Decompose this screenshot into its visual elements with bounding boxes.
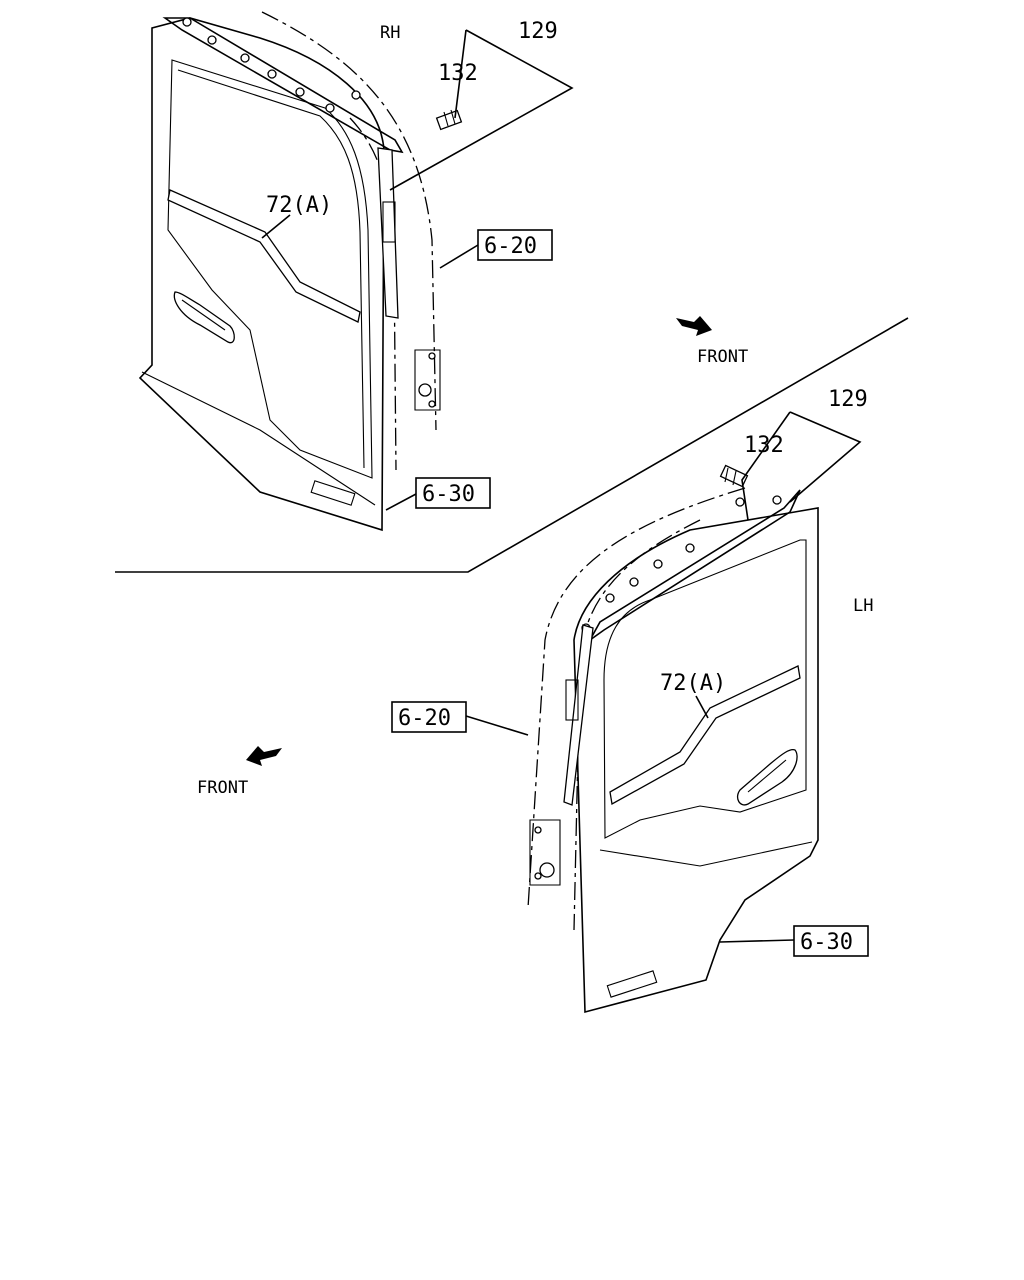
lh-side-label: LH [853, 596, 873, 616]
rh-lower-panel [141, 371, 376, 506]
lh-leader-630 [719, 939, 795, 943]
lh-clips [581, 495, 782, 633]
rh-leader-620 [439, 244, 479, 269]
rh-callout-132: 132 [438, 61, 478, 86]
front-arrow-lower [246, 746, 282, 766]
rh-ref-630-box [415, 477, 491, 509]
lh-ref-630-box [793, 925, 869, 957]
lh-leader-72a [695, 695, 709, 719]
lh-leader-620 [465, 715, 529, 736]
lh-ref-630: 6-30 [800, 930, 853, 955]
lh-belt-moulding [609, 665, 801, 806]
lh-lower-panel [599, 841, 813, 867]
lh-ref-620-box [391, 701, 467, 733]
rh-callout-72a: 72(A) [266, 193, 332, 218]
lh-ref-620: 6-20 [398, 706, 451, 731]
rh-belt-moulding [167, 189, 361, 323]
rh-callout-129: 129 [518, 19, 558, 44]
rh-window-opening [167, 59, 373, 479]
lh-door-outline [573, 507, 819, 1014]
section-divider [115, 317, 909, 573]
lh-body-edge-dashed [527, 487, 746, 909]
lh-bolt-132 [719, 464, 749, 488]
rh-hinge [414, 349, 441, 411]
rh-reflector [310, 480, 356, 506]
rh-side-label: RH [380, 23, 400, 43]
rh-bracket [382, 201, 396, 243]
rh-ref-620: 6-20 [484, 234, 537, 259]
rh-leader-630 [385, 493, 417, 511]
rh-clips [182, 17, 361, 113]
lh-bracket [565, 679, 579, 721]
lh-leader-129 [789, 411, 862, 503]
lh-reflector [606, 970, 658, 998]
lh-door-handle [736, 748, 798, 806]
rh-leader-129 [389, 29, 574, 191]
rh-door-handle [173, 291, 235, 344]
front-label-lower: FRONT [197, 778, 248, 798]
lh-callout-129: 129 [828, 387, 868, 412]
rh-door-outline [138, 17, 385, 532]
rh-body-edge-dashed [261, 11, 437, 431]
lh-top-rim [589, 489, 801, 641]
rh-seal-strip [377, 147, 399, 319]
lh-callout-132: 132 [744, 433, 784, 458]
lh-leader-129b [741, 411, 791, 521]
rh-ref-620-box [477, 229, 553, 261]
rh-top-rim [162, 17, 404, 154]
lh-body-edge-dashed-2 [573, 519, 701, 931]
lh-callout-72a: 72(A) [660, 671, 726, 696]
front-label-upper: FRONT [697, 347, 748, 367]
rh-window-inner [177, 69, 365, 469]
rh-leader-129b [454, 29, 467, 119]
rh-leader-72a [261, 214, 291, 239]
rh-door-assembly [138, 11, 441, 532]
front-arrow-upper [676, 316, 712, 336]
rh-ref-630: 6-30 [422, 482, 475, 507]
rh-bolt-132 [435, 109, 463, 131]
lh-door-assembly [527, 487, 819, 1014]
lh-window-opening [603, 539, 807, 839]
lh-hinge [529, 819, 561, 886]
